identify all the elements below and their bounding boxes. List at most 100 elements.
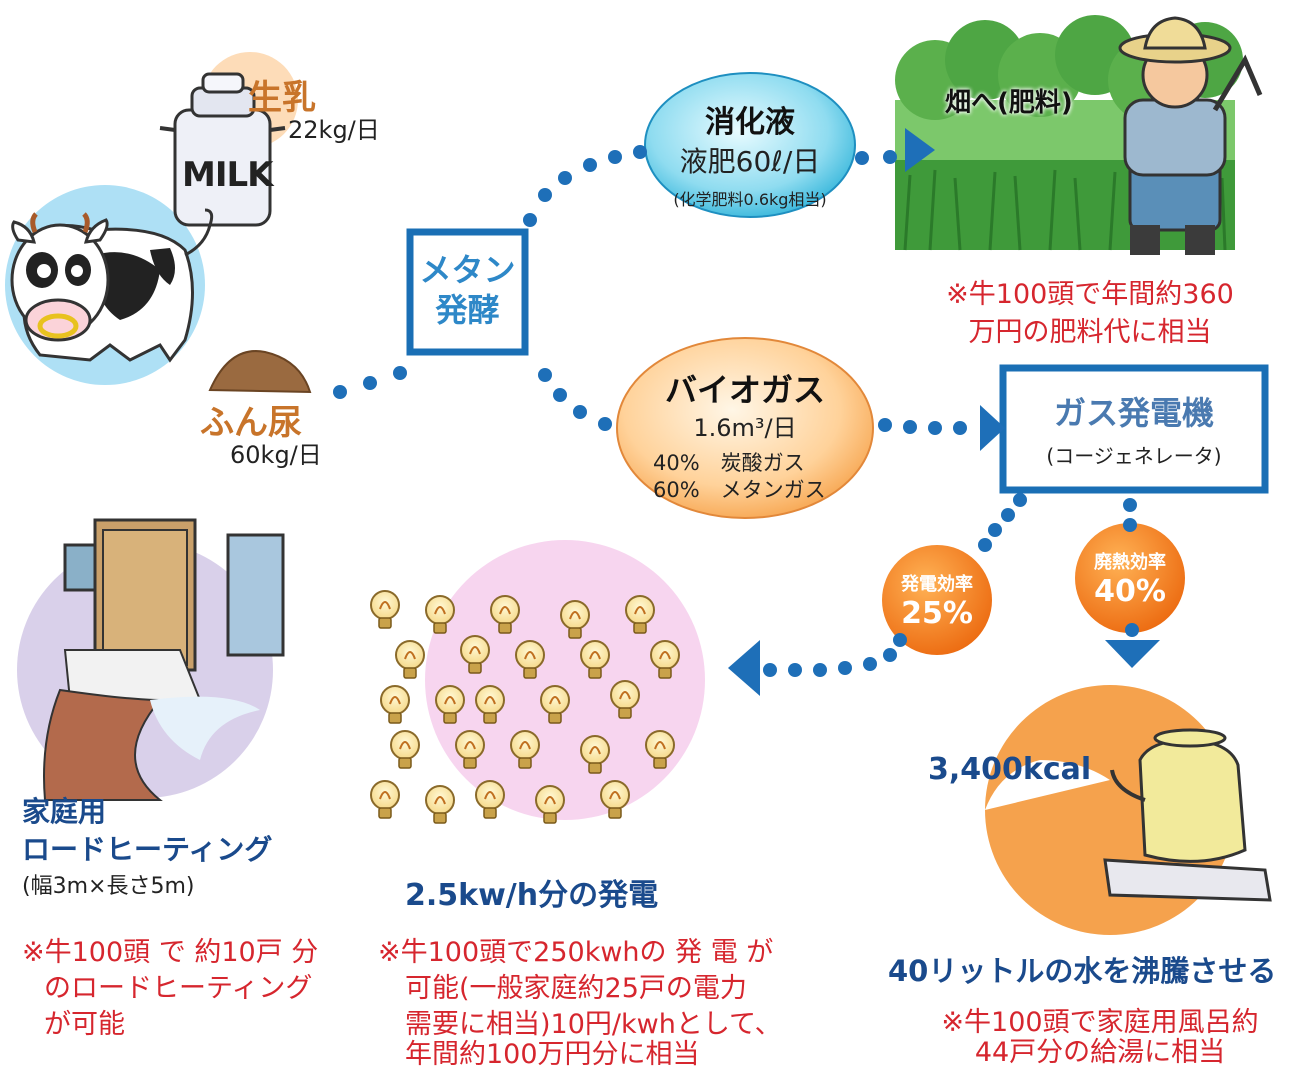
power-note-line2: 可能(一般家庭約25戸の電力 <box>405 973 747 1004</box>
flow-dot <box>558 171 572 185</box>
flow-dot <box>523 213 537 227</box>
water-note-line2: 44戸分の給湯に相当 <box>974 1037 1226 1068</box>
light-bulb-icon <box>390 730 420 769</box>
light-bulb-icon <box>460 635 490 674</box>
cow-illustration <box>5 52 312 394</box>
heating-note-line3: が可能 <box>44 1009 125 1040</box>
flow-dot <box>393 366 407 380</box>
flow-dot <box>1123 498 1137 512</box>
digestate-title: 消化液 <box>705 105 795 140</box>
digestate-amount: 液肥60ℓ/日 <box>679 145 821 178</box>
arrow-to-power-icon <box>728 640 760 696</box>
heating-note-line1: ※牛100頭 で 約10戸 分 <box>22 937 319 968</box>
milk-can-text: MILK <box>182 155 273 195</box>
flow-dot <box>598 417 612 431</box>
flow-dot <box>813 663 827 677</box>
flow-dot <box>608 150 622 164</box>
arrow-to-field-icon <box>905 128 935 172</box>
light-bulb-icon <box>475 685 505 724</box>
milk-can-icon <box>159 72 286 227</box>
kettle-illustration <box>985 685 1272 935</box>
power-efficiency-badge <box>882 545 992 655</box>
field-note-line2: 万円の肥料代に相当 <box>968 317 1212 348</box>
light-bulb-icon <box>435 685 465 724</box>
methane-frame <box>406 228 529 356</box>
flow-dot <box>903 420 917 434</box>
light-bulb-icon <box>510 730 540 769</box>
flow-dot <box>538 368 552 382</box>
flow-dot <box>363 376 377 390</box>
light-bulb-icon <box>580 640 610 679</box>
water-note-line1: ※牛100頭で家庭用風呂約 <box>941 1007 1259 1038</box>
biogas-ellipse <box>616 337 874 519</box>
flow-dots <box>333 145 1139 677</box>
flow-dot <box>928 421 942 435</box>
milk-amount: 22kg/日 <box>288 116 380 144</box>
biogas-amount: 1.6m³/日 <box>693 414 797 442</box>
farmer-icon <box>1118 16 1263 255</box>
light-bulb-icon <box>650 640 680 679</box>
heat-efficiency-label: 廃熱効率 <box>1094 552 1166 573</box>
light-bulb-icon <box>610 680 640 719</box>
light-bulb-icon <box>380 685 410 724</box>
biogas-title: バイオガス <box>664 371 825 409</box>
arrow-to-generator-icon <box>980 405 1005 451</box>
methane-line1: メタン <box>419 251 516 289</box>
light-bulb-icon <box>535 785 565 824</box>
flow-dot <box>855 151 869 165</box>
heating-title-line2: ロードヒーティング <box>22 833 273 866</box>
power-efficiency-label: 発電効率 <box>901 574 973 595</box>
biogas-co2: 40% 炭酸ガス <box>653 451 805 475</box>
flow-dot <box>883 150 897 164</box>
light-bulb-icon <box>490 595 520 634</box>
digestate-ellipse <box>644 72 856 218</box>
flow-dot <box>953 421 967 435</box>
light-bulb-icon <box>425 785 455 824</box>
light-bulb-icon <box>475 780 505 819</box>
road-heating-illustration <box>17 518 285 801</box>
power-efficiency-value: 25% <box>901 596 973 631</box>
arrow-to-kettle-icon <box>1105 640 1160 668</box>
generator-subtitle: (コージェネレータ) <box>1046 444 1222 468</box>
flow-dot <box>1125 623 1139 637</box>
field-illustration <box>895 15 1263 255</box>
flow-dot <box>838 661 852 675</box>
flow-dot <box>763 663 777 677</box>
water-title: 40リットルの水を沸騰させる <box>888 954 1277 988</box>
field-note-line1: ※牛100頭で年間約360 <box>946 279 1234 310</box>
light-bulb-icon <box>455 730 485 769</box>
light-bulb-icon <box>370 780 400 819</box>
flow-dot <box>863 657 877 671</box>
field-label: 畑へ(肥料) <box>945 88 1073 118</box>
light-bulb-icon <box>580 735 610 774</box>
light-bulb-icon <box>645 730 675 769</box>
flow-dot <box>583 158 597 172</box>
power-note-line1: ※牛100頭で250kwhの 発 電 が <box>378 937 774 968</box>
flow-dot <box>538 188 552 202</box>
milk-label: 生乳 <box>248 78 316 118</box>
digestate-equivalent: (化学肥料0.6kg相当) <box>673 190 827 209</box>
generator-title: ガス発電機 <box>1053 394 1214 432</box>
kcal-label: 3,400kcal <box>928 752 1092 787</box>
flow-dot <box>883 648 897 662</box>
light-bulb-icon <box>370 590 400 629</box>
power-note-line3: 需要に相当)10円/kwhとして、 <box>405 1009 782 1040</box>
heating-title-line1: 家庭用 <box>22 795 107 828</box>
light-bulb-icon <box>560 600 590 639</box>
manure-label: ふん尿 <box>200 403 302 443</box>
biogas-methane: 60% メタンガス <box>653 478 826 502</box>
light-bulb-icon <box>425 595 455 634</box>
heating-size: (幅3m×長さ5m) <box>22 874 195 899</box>
light-bulb-icon <box>600 780 630 819</box>
flow-dot <box>988 523 1002 537</box>
flow-dot <box>878 418 892 432</box>
light-bulb-icon <box>540 685 570 724</box>
flow-dot <box>978 538 992 552</box>
light-bulb-icon <box>395 640 425 679</box>
flow-dot <box>788 663 802 677</box>
power-title: 2.5kw/h分の発電 <box>405 878 659 913</box>
flow-dot <box>1123 518 1137 532</box>
light-bulb-icon <box>625 595 655 634</box>
methane-line2: 発酵 <box>435 291 500 329</box>
heating-note-line2: のロードヒーティング <box>44 973 313 1004</box>
